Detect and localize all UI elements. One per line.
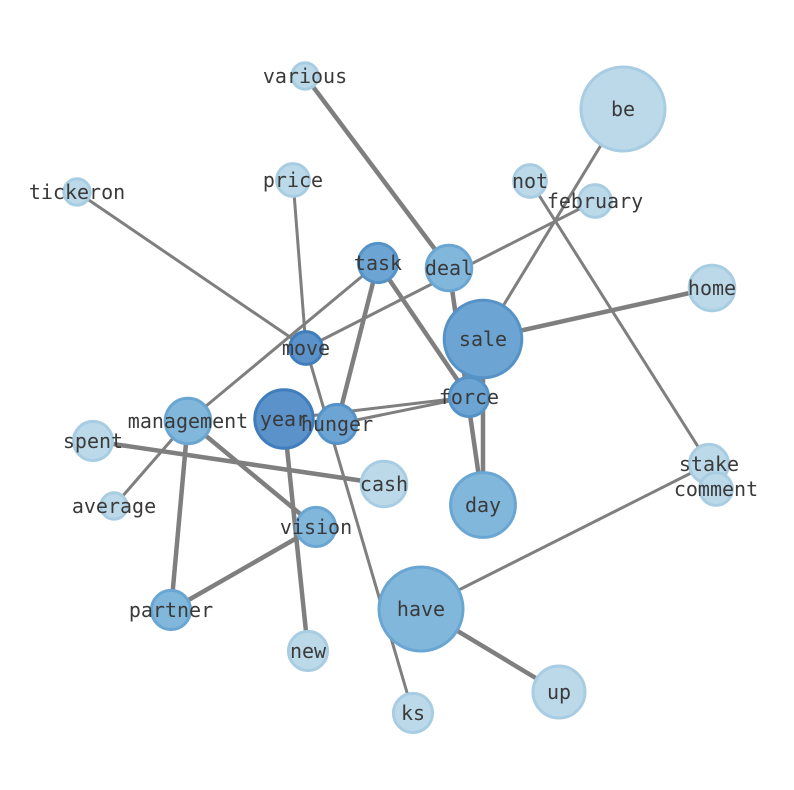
node-have — [377, 565, 465, 653]
node-various — [290, 61, 320, 91]
node-label-home: home — [688, 276, 736, 300]
node-not — [512, 163, 548, 199]
node-label-various: various — [263, 64, 347, 88]
edge-force-year — [282, 395, 471, 421]
node-label-tickeron: tickeron — [29, 180, 125, 204]
node-february — [577, 183, 613, 219]
node-cash — [359, 459, 409, 509]
edge-spent-cash — [90, 438, 387, 487]
node-label-management: management — [128, 409, 248, 433]
node-label-average: average — [72, 494, 156, 518]
node-label-have: have — [397, 597, 445, 621]
node-label-task: task — [354, 251, 402, 275]
node-home — [687, 263, 737, 313]
node-label-comment: comment — [674, 477, 758, 501]
node-label-up: up — [547, 680, 571, 704]
node-label-deal: deal — [425, 256, 473, 280]
edge-management-vision — [185, 418, 319, 530]
node-label-price: price — [263, 168, 323, 192]
node-tickeron — [62, 177, 92, 207]
node-label-not: not — [512, 169, 548, 193]
node-comment — [698, 471, 734, 507]
edge-force-hunger — [335, 395, 471, 426]
node-label-february: february — [547, 189, 643, 213]
node-move — [288, 330, 324, 366]
node-label-stake: stake — [679, 452, 739, 476]
edge-year-new — [281, 416, 311, 654]
node-label-new: new — [290, 639, 327, 663]
edge-have-stake — [419, 462, 711, 611]
edge-tickeron-move — [75, 190, 308, 350]
nodes-layer — [62, 61, 737, 735]
node-year — [253, 388, 315, 450]
node-partner — [149, 588, 193, 632]
node-label-hunger: hunger — [301, 412, 373, 436]
node-vision — [294, 505, 338, 549]
edge-not-stake — [528, 179, 711, 466]
node-label-move: move — [282, 336, 330, 360]
node-day — [449, 471, 517, 539]
node-ks — [391, 691, 435, 735]
node-label-be: be — [611, 97, 635, 121]
edge-various-deal — [302, 73, 452, 271]
node-sale — [442, 298, 524, 380]
node-label-partner: partner — [129, 598, 213, 622]
node-label-ks: ks — [401, 701, 425, 725]
node-force — [447, 375, 491, 419]
edge-vision-partner — [168, 524, 319, 613]
node-price — [275, 162, 311, 198]
node-management — [163, 396, 213, 446]
edge-task-force — [375, 260, 472, 400]
node-deal — [424, 243, 474, 293]
node-label-cash: cash — [360, 472, 408, 496]
node-label-day: day — [465, 493, 501, 517]
node-label-year: year — [260, 407, 308, 431]
edge-management-partner — [168, 418, 191, 613]
node-be — [579, 65, 667, 153]
edge-task-hunger — [334, 260, 381, 427]
node-average — [99, 491, 129, 521]
node-up — [531, 664, 587, 720]
node-new — [286, 629, 330, 673]
node-label-spent: spent — [63, 429, 123, 453]
edge-price-move — [291, 178, 308, 350]
node-spent — [71, 419, 115, 463]
node-label-vision: vision — [280, 515, 352, 539]
node-hunger — [315, 402, 359, 446]
node-label-force: force — [439, 385, 499, 409]
node-task — [356, 241, 400, 285]
edge-task-management — [186, 261, 380, 423]
node-label-sale: sale — [459, 327, 507, 351]
